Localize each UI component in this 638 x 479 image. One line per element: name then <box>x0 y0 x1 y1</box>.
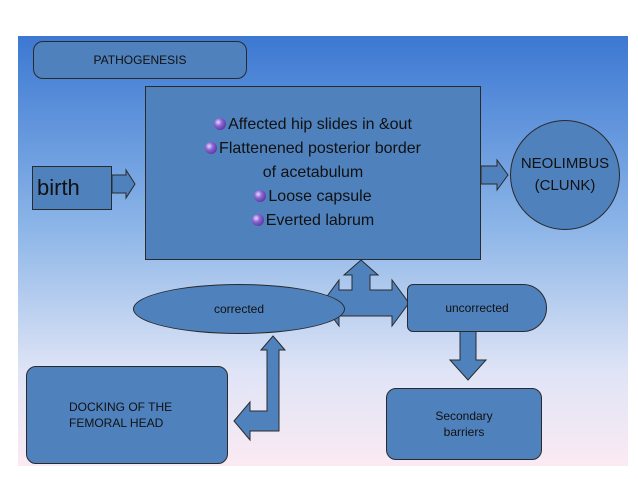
corrected-ellipse: corrected <box>133 284 345 334</box>
main-line-5: Everted labrum <box>251 209 374 233</box>
bent-arrow <box>233 335 287 442</box>
neolimbus-line-1: NEOLIMBUS <box>520 155 610 172</box>
main-box: Affected hip slides in &out Flattenened … <box>145 86 481 260</box>
bullet-icon <box>205 142 218 154</box>
neolimbus-arrow <box>480 158 509 192</box>
main-line-3: of acetabulum <box>262 164 364 181</box>
docking-line-2: FEMORAL HEAD <box>69 416 164 430</box>
docking-line-1: DOCKING OF THE <box>69 400 173 414</box>
birth-arrow <box>111 168 136 200</box>
docking-box: DOCKING OF THE FEMORAL HEAD <box>26 366 228 464</box>
bullet-icon <box>214 118 227 130</box>
main-line-2: Flattenened posterior border <box>205 137 421 161</box>
bullet-icon <box>254 190 267 202</box>
corrected-label: corrected <box>213 302 265 316</box>
secondary-barriers-box: Secondary barriers <box>386 388 542 460</box>
secondary-line-2: barriers <box>443 425 485 439</box>
pathogenesis-title: PATHOGENESIS <box>93 53 187 67</box>
birth-label: birth <box>37 175 80 200</box>
birth-box: birth <box>32 166 112 210</box>
bullet-icon <box>251 214 264 226</box>
neolimbus-line-2: (CLUNK) <box>534 177 596 194</box>
neolimbus-circle: NEOLIMBUS (CLUNK) <box>510 120 620 230</box>
pathogenesis-box: PATHOGENESIS <box>33 41 247 79</box>
uncorrected-box: uncorrected <box>407 284 547 332</box>
main-line-1: Affected hip slides in &out <box>214 113 412 137</box>
uncorrected-label: uncorrected <box>445 301 509 315</box>
down-arrow <box>448 330 488 381</box>
secondary-line-1: Secondary <box>435 409 493 423</box>
main-line-4: Loose capsule <box>254 185 372 209</box>
